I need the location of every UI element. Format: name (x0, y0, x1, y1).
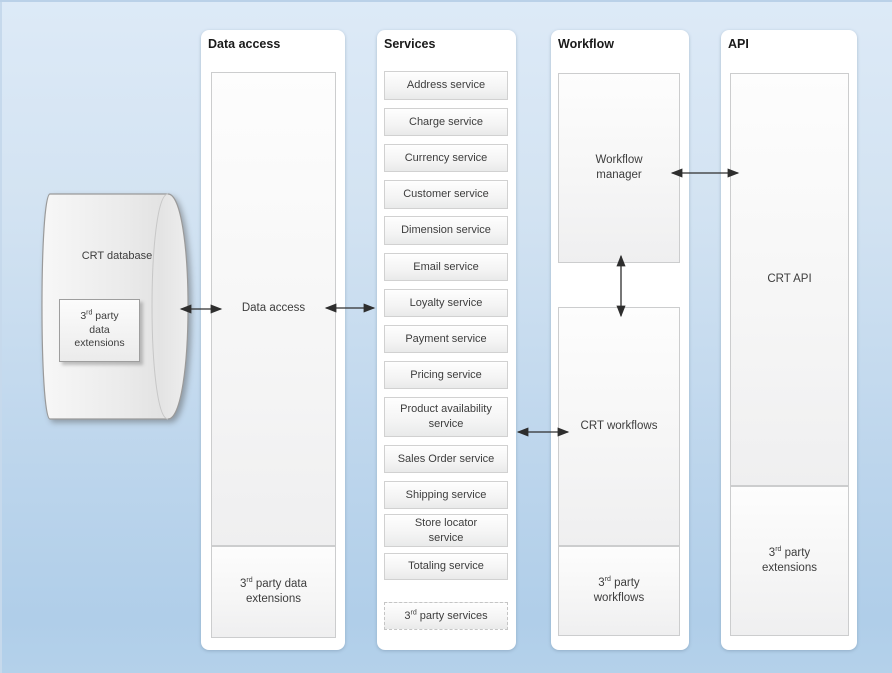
database-third-party-extensions-box: 3rd party data extensions (59, 299, 140, 362)
service-box-product-availability: Product availability service (384, 397, 508, 437)
crt-api-label: CRT API (767, 272, 812, 285)
workflow-third-party-label: 3rd party workflows (593, 576, 645, 604)
crt-workflows-label: CRT workflows (580, 419, 658, 432)
service-box-email: Email service (384, 253, 508, 281)
data-access-third-party-box: 3rd party data extensions (211, 546, 336, 638)
column-title-data-access: Data access (208, 37, 281, 51)
service-box-shipping: Shipping service (384, 481, 508, 509)
column-workflow: Workflow Workflow manager CRT workflows … (551, 30, 689, 650)
cylinder-cap-rim (151, 193, 169, 420)
service-third-party-label: 3rd party services (404, 609, 488, 622)
data-access-box: Data access (211, 72, 336, 546)
column-services: Services Address service Charge service … (377, 30, 516, 650)
column-api: API CRT API 3rd party extensions (721, 30, 857, 650)
crt-database-label: CRT database (81, 250, 153, 262)
crt-api-box: CRT API (730, 73, 849, 486)
workflow-third-party-box: 3rd party workflows (558, 546, 680, 636)
data-access-box-label: Data access (241, 302, 306, 315)
service-box-store-locator: Store locator service (384, 514, 508, 547)
service-box-totaling: Totaling service (384, 553, 508, 580)
service-box-charge: Charge service (384, 108, 508, 136)
data-access-third-party-label: 3rd party data extensions (240, 577, 307, 605)
service-box-address: Address service (384, 71, 508, 100)
api-third-party-box: 3rd party extensions (730, 486, 849, 636)
workflow-manager-label: Workflow manager (595, 153, 643, 181)
service-box-customer: Customer service (384, 180, 508, 209)
service-box-loyalty: Loyalty service (384, 289, 508, 317)
column-title-api: API (728, 37, 749, 51)
service-box-payment: Payment service (384, 325, 508, 353)
service-box-third-party: 3rd party services (384, 602, 508, 630)
database-third-party-extensions-label: 3rd party data extensions (74, 309, 125, 350)
service-box-currency: Currency service (384, 144, 508, 172)
crt-workflows-box: CRT workflows (558, 307, 680, 546)
column-title-services: Services (384, 37, 436, 51)
service-box-sales-order: Sales Order service (384, 445, 508, 473)
column-title-workflow: Workflow (558, 37, 615, 51)
service-box-pricing: Pricing service (384, 361, 508, 389)
workflow-manager-box: Workflow manager (558, 73, 680, 263)
service-box-dimension: Dimension service (384, 216, 508, 245)
column-data-access: Data access Data access 3rd party data e… (201, 30, 345, 650)
api-third-party-label: 3rd party extensions (762, 546, 817, 574)
